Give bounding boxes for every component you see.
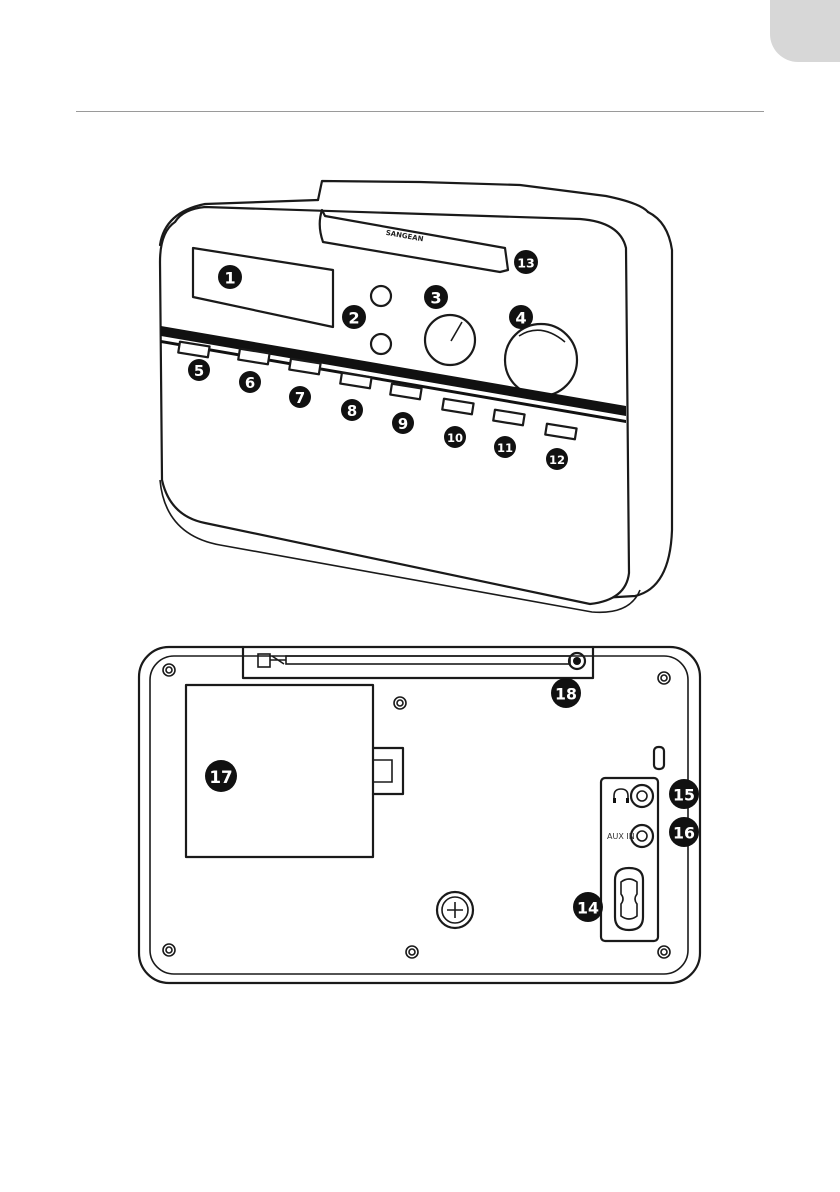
callout-number: 8 — [347, 402, 357, 420]
callout-number: 11 — [497, 441, 513, 455]
callout-1: 1 — [218, 265, 242, 289]
callout-number: 6 — [245, 374, 255, 392]
dc-power-socket-inner — [621, 879, 637, 919]
callout-number: 9 — [398, 415, 408, 433]
antenna-pivot-center — [573, 657, 581, 665]
callout-number: 12 — [549, 453, 565, 467]
callout-7: 7 — [289, 386, 311, 408]
headphone-icon — [613, 789, 629, 803]
callout-2: 2 — [342, 305, 366, 329]
back-panel-inner — [150, 656, 688, 974]
callout-number: 3 — [430, 289, 441, 308]
callout-number: 18 — [555, 685, 577, 704]
screw-icon — [658, 946, 670, 958]
callout-number: 16 — [673, 824, 695, 843]
aux-in-label: AUX IN — [607, 832, 635, 841]
headphone-jack — [631, 785, 653, 807]
screw-icon — [394, 697, 406, 709]
callout-16: 16 — [669, 817, 699, 847]
back-panel-outer — [139, 647, 700, 983]
callout-14: 14 — [573, 892, 603, 922]
callout-3: 3 — [424, 285, 448, 309]
aux-in-jack-inner — [637, 831, 647, 841]
callout-4: 4 — [509, 305, 533, 329]
callout-12: 12 — [546, 448, 568, 470]
callout-9: 9 — [392, 412, 414, 434]
callout-5: 5 — [188, 359, 210, 381]
callout-15: 15 — [669, 779, 699, 809]
callout-13: 13 — [514, 250, 538, 274]
callout-number: 4 — [515, 309, 526, 328]
headphone-jack-inner — [637, 791, 647, 801]
callout-number: 5 — [194, 362, 204, 380]
radio-back-view: AUX IN — [139, 647, 700, 983]
screw-icon — [658, 672, 670, 684]
battery-latch — [373, 748, 403, 794]
callout-6: 6 — [239, 371, 261, 393]
battery-latch-inner — [373, 760, 392, 782]
wall-mount-cross — [447, 902, 463, 918]
callout-number: 2 — [348, 309, 359, 328]
callout-8: 8 — [341, 399, 363, 421]
callout-11: 11 — [494, 436, 516, 458]
callout-number: 10 — [447, 431, 463, 445]
callout-10: 10 — [444, 426, 466, 448]
callout-number: 1 — [224, 269, 235, 288]
screw-icon — [406, 946, 418, 958]
handle-outline — [318, 181, 648, 212]
callout-number: 17 — [209, 767, 232, 787]
antenna-hinge — [270, 656, 286, 664]
callout-number: 13 — [517, 256, 535, 271]
radio-front-view: SANGEAN — [160, 181, 672, 612]
screw-icon — [163, 944, 175, 956]
usb-port — [654, 747, 664, 769]
callout-number: 15 — [673, 786, 695, 805]
callout-18: 18 — [551, 678, 581, 708]
dc-power-socket — [615, 868, 643, 930]
telescopic-antenna-icon — [286, 656, 570, 664]
screw-icon — [163, 664, 175, 676]
callout-17: 17 — [205, 760, 237, 792]
callout-number: 7 — [295, 389, 305, 407]
jack-panel — [601, 778, 658, 941]
callout-number: 14 — [577, 899, 599, 918]
antenna-bay — [243, 647, 593, 678]
